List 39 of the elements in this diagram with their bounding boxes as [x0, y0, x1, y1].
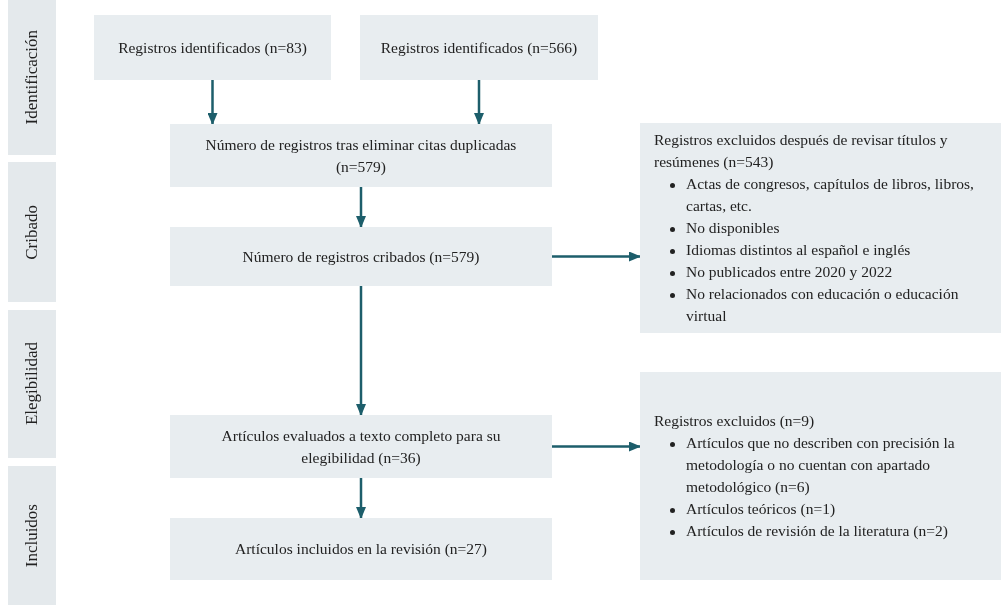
- box-heading: Registros excluidos después de revisar títulos y resúmenes (n=543): [654, 130, 949, 172]
- exclusion-box: [640, 372, 1001, 580]
- process-box: [170, 415, 552, 478]
- process-box: [170, 124, 552, 187]
- bullet-item: Artículos de revisión de la literatura (n=2): [664, 520, 948, 542]
- phase-label: Identificación: [22, 30, 42, 125]
- bullet-item: Artículos que no describen con precisión la metodología o no cuentan con apartado metodológico (n=6): [664, 432, 987, 498]
- phase-label: Cribado: [22, 204, 42, 260]
- process-box: [94, 15, 331, 80]
- arrow: [552, 441, 641, 452]
- arrow: [356, 187, 366, 228]
- phase-label: Elegibilidad: [22, 342, 42, 426]
- bullet-item: Artículos teóricos (n=1): [664, 498, 836, 520]
- box-text: Registros identificados (n=566): [380, 37, 578, 58]
- arrow: [474, 80, 484, 125]
- arrow: [552, 251, 641, 262]
- phase-band: [8, 162, 56, 302]
- arrow: [356, 286, 366, 416]
- phase-band: [8, 0, 56, 155]
- process-box: [170, 518, 552, 580]
- box-heading: Registros excluidos (n=9): [654, 411, 815, 431]
- phase-band: [8, 466, 56, 605]
- box-text: Artículos evaluados a texto completo para su elegibilidad (n=36): [220, 425, 502, 468]
- arrow: [207, 80, 218, 125]
- exclusion-box: [640, 123, 1001, 333]
- box-text: Número de registros tras eliminar citas duplicadas (n=579): [204, 134, 518, 177]
- bullet-item: No relacionados con educación o educación virtual: [664, 283, 987, 327]
- process-box: [360, 15, 598, 80]
- arrow: [356, 478, 366, 519]
- bullet-item: No publicados entre 2020 y 2022: [664, 261, 893, 283]
- process-box: [170, 227, 552, 286]
- phase-band: [8, 310, 56, 458]
- box-text: Artículos incluidos en la revisión (n=27): [235, 539, 487, 559]
- phase-label: Incluidos: [22, 503, 42, 568]
- bullet-item: No disponibles: [664, 217, 780, 239]
- box-text: Registros identificados (n=83): [118, 37, 307, 58]
- bullet-item: Actas de congresos, capítulos de libros, libros, cartas, etc.: [664, 173, 987, 217]
- bullet-item: Idiomas distintos al español e inglés: [664, 239, 911, 261]
- box-text: Número de registros cribados (n=579): [242, 246, 480, 267]
